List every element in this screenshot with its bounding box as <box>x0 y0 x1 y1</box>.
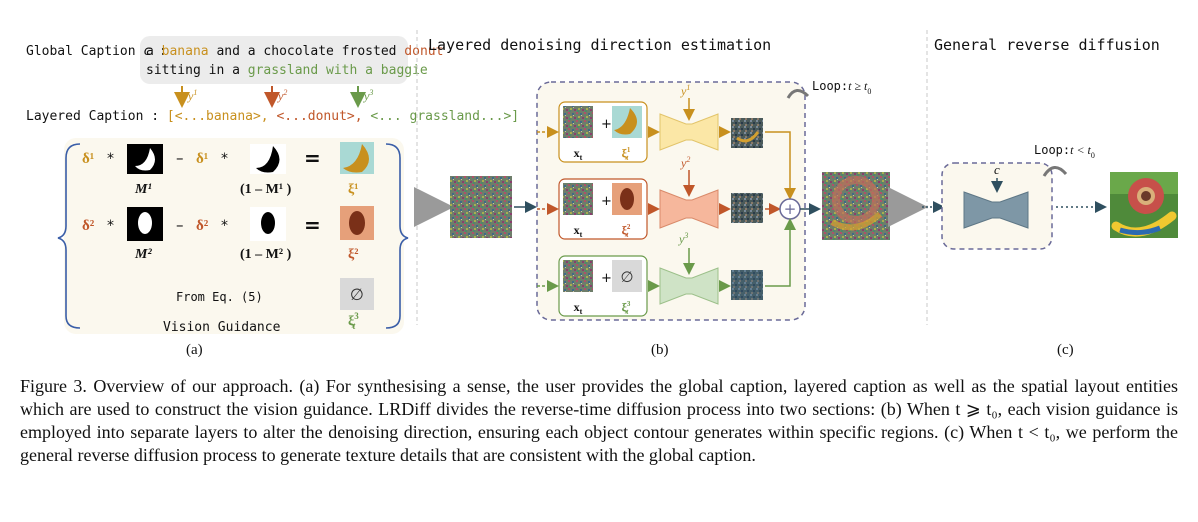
delta1-b: δ¹ <box>196 151 208 167</box>
one-minus-m1: (1 – M¹ ) <box>240 182 292 197</box>
y1-label: y1 <box>187 88 197 103</box>
svg-text:y1: y1 <box>680 83 690 98</box>
svg-text:y3: y3 <box>678 231 688 246</box>
svg-text:ξ3t: ξ3t <box>622 300 631 316</box>
panel-a: Global Caption c : a banana and a chocol… <box>26 36 519 358</box>
global-caption-label: Global Caption c : <box>26 44 167 59</box>
panel-c-title: General reverse diffusion <box>934 36 1160 54</box>
c-label: c <box>994 162 1000 177</box>
figure-caption: Figure 3. Overview of our approach. (a) … <box>20 376 1178 465</box>
loop-b-label: Loop:t ≥ t0 <box>812 79 871 96</box>
svg-text:xt: xt <box>574 146 583 162</box>
delta2-b: δ² <box>196 218 209 234</box>
plus-op: + <box>601 271 612 286</box>
y2-label: y2 <box>277 88 287 103</box>
plus-op: + <box>601 194 612 209</box>
empty-set-icon: ∅ <box>620 268 633 286</box>
m2-label: M² <box>134 247 152 262</box>
panel-a-label: (a) <box>186 342 203 358</box>
loop-c-label: Loop:t < t0 <box>1034 143 1095 160</box>
plus-op: + <box>601 117 612 132</box>
panel-c: General reverse diffusion Loop:t < t0 c … <box>888 36 1178 358</box>
equals-op: = <box>304 213 321 237</box>
global-caption-line2: sitting in a grassland with a baggie <box>146 63 428 78</box>
y3-label: y3 <box>363 88 373 103</box>
minus-op: – <box>176 149 184 167</box>
svg-text:y2: y2 <box>680 155 690 170</box>
delta1-a: δ¹ <box>82 151 94 167</box>
empty-set-icon: ∅ <box>350 285 364 304</box>
mask-inverse-m2 <box>250 207 286 241</box>
one-minus-m2: (1 – M² ) <box>240 247 292 262</box>
star-op: * <box>107 151 114 167</box>
xi3-image: ∅ <box>340 278 374 310</box>
panel-c-label: (c) <box>1057 342 1074 358</box>
svg-text:xt: xt <box>574 223 583 239</box>
from-eq-label: From Eq. (5) <box>176 290 263 304</box>
unet-1 <box>659 113 719 151</box>
star-op: * <box>107 218 114 234</box>
equals-op: = <box>304 146 321 170</box>
sum-plus: + <box>784 200 797 218</box>
delta2-a: δ² <box>82 218 95 234</box>
svg-text:ξ2t: ξ2t <box>622 223 631 239</box>
loop-c-icon <box>1042 166 1068 177</box>
figure-diagram: Global Caption c : a banana and a chocol… <box>26 30 1178 358</box>
panel-b: Layered denoising direction estimation L… <box>414 36 890 358</box>
mask-m1 <box>127 144 163 174</box>
layered-caption: Layered Caption : [<...banana>, <...donu… <box>26 109 519 124</box>
layered-result-image <box>822 172 890 240</box>
output-3 <box>731 270 763 300</box>
mask-inverse-m1 <box>250 144 286 174</box>
mask-m2 <box>127 207 163 241</box>
vision-guidance-label: Vision Guidance <box>163 320 281 335</box>
xi2-image <box>340 206 374 240</box>
vision-guidance-panel <box>64 138 404 334</box>
m1-label: M¹ <box>134 182 152 197</box>
unet-2 <box>659 189 719 229</box>
xi1-label: ξ¹ <box>348 182 358 197</box>
star-op: * <box>221 218 228 234</box>
output-2 <box>731 193 763 223</box>
svg-text:ξ1t: ξ1t <box>622 146 631 162</box>
star-op: * <box>221 151 228 167</box>
panel-b-label: (b) <box>651 342 669 358</box>
minus-op: – <box>176 216 184 234</box>
input-noise-image <box>450 176 512 238</box>
unet-3 <box>659 267 719 305</box>
unet-general <box>963 191 1029 229</box>
global-caption-box <box>140 36 408 84</box>
panel-b-title: Layered denoising direction estimation <box>428 36 771 54</box>
final-result-image <box>1110 172 1178 238</box>
xi1-image <box>340 142 374 174</box>
xi2-label: ξ² <box>348 247 358 262</box>
loop-b-icon <box>786 89 810 99</box>
svg-text:xt: xt <box>574 300 583 316</box>
global-caption-line1: a banana and a chocolate frosted donut <box>146 44 443 59</box>
